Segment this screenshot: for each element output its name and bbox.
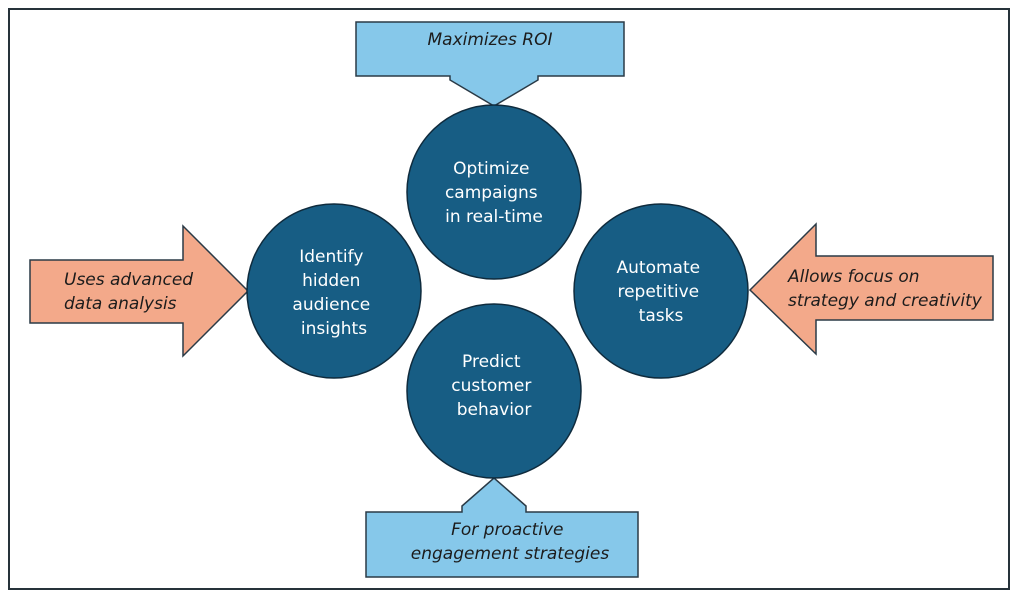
left-arrow-label: Uses advanced data analysis [64,270,198,314]
top-callout-arrow [355,21,625,107]
bottom-arrow-label: For proactive engagement strategies [411,520,610,564]
right-arrow-label: Allows focus on strategy and creativity [787,267,983,311]
circle-automate-tasks [573,203,749,379]
left-callout-arrow [29,224,250,358]
right-callout-arrow [748,222,994,356]
circle-top-label: Optimize campaigns in real-time [445,159,543,227]
circle-bottom-label: Predict customer behavior [451,352,536,420]
circle-optimize-campaigns [406,104,582,280]
circle-left-label: Identify hidden audience insights [292,247,375,339]
circle-right-label: Automate repetitive tasks [617,258,706,326]
top-arrow-label: Maximizes ROI [427,30,552,50]
circle-identify-insights [246,203,422,379]
circle-predict-behavior [406,303,582,479]
diagram-border [8,8,1010,590]
bottom-callout-arrow [365,477,639,578]
